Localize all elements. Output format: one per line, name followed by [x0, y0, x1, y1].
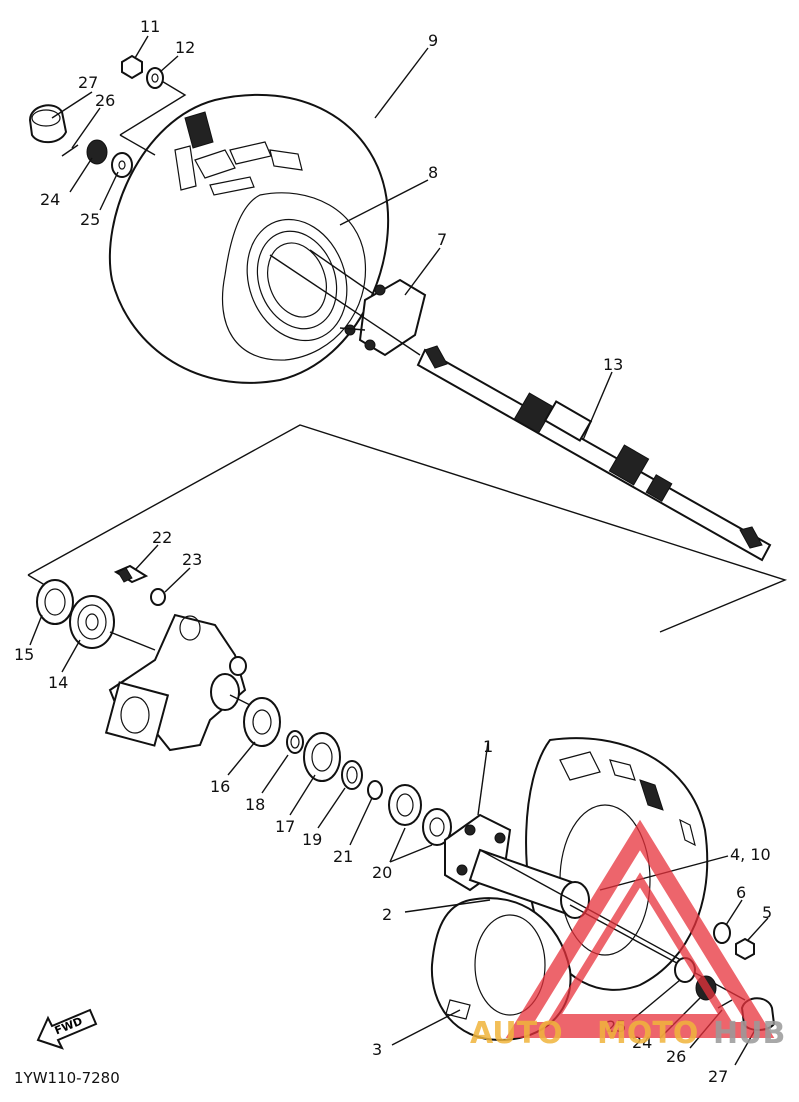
label-5: 5 [762, 903, 772, 922]
watermark-text: AUTO MOTO HUB [470, 1016, 785, 1051]
nut-11 [121, 54, 143, 80]
label-20: 20 [372, 863, 392, 882]
label-3: 3 [372, 1040, 382, 1059]
label-27-bottom: 27 [708, 1067, 728, 1086]
label-11: 11 [140, 17, 160, 36]
label-8: 8 [428, 163, 438, 182]
label-16: 16 [210, 777, 230, 796]
wheel-hub-top [339, 278, 427, 357]
bearing-17 [303, 732, 341, 782]
rear-wheel-left [108, 93, 390, 384]
watermark-moto: MOTO [597, 1016, 698, 1051]
label-9: 9 [428, 31, 438, 50]
washer-25-top [111, 152, 133, 178]
nut-20b [422, 808, 452, 846]
part-labels: 11 12 9 27 26 24 25 8 7 13 22 23 15 14 1… [14, 17, 772, 1086]
label-17: 17 [275, 817, 295, 836]
washer-19 [341, 760, 363, 790]
label-27-top: 27 [78, 73, 98, 92]
label-1: 1 [483, 737, 493, 756]
label-13: 13 [603, 355, 623, 374]
washer-12 [146, 67, 164, 89]
label-18: 18 [245, 795, 265, 814]
rear-axle [416, 345, 772, 562]
label-6: 6 [736, 883, 746, 902]
label-12: 12 [175, 38, 195, 57]
label-14: 14 [48, 673, 68, 692]
ring-18 [286, 730, 304, 754]
oring-21 [367, 780, 383, 800]
washer-23 [150, 588, 166, 606]
label-19: 19 [302, 830, 322, 849]
label-4-10: 4, 10 [730, 845, 771, 864]
pin-26-top [61, 144, 79, 157]
label-21: 21 [333, 847, 353, 866]
seal-16 [243, 697, 281, 747]
label-24-top: 24 [40, 190, 60, 209]
washer-6 [713, 922, 731, 944]
label-23: 23 [182, 550, 202, 569]
label-15: 15 [14, 645, 34, 664]
label-25-top: 25 [80, 210, 100, 229]
label-2: 2 [382, 905, 392, 924]
nut-5 [735, 937, 755, 961]
cap-27-top [28, 104, 68, 144]
axle-stub-bottom [468, 848, 590, 919]
watermark-auto: AUTO [470, 1016, 563, 1051]
watermark-hub: HUB [713, 1016, 785, 1051]
bolt-22 [113, 564, 149, 584]
label-26-bottom: 26 [666, 1047, 686, 1066]
label-22: 22 [152, 528, 172, 547]
bearing-14 [69, 595, 115, 649]
label-7: 7 [437, 230, 447, 249]
watermark-logo [505, 819, 775, 1038]
rear-axle-housing [104, 613, 247, 752]
fwd-arrow: FWD [36, 1008, 98, 1050]
nut-20a [388, 784, 422, 826]
label-26-top: 26 [95, 91, 115, 110]
drawing-code: 1YW110-7280 [14, 1069, 120, 1087]
seal-15 [36, 579, 74, 625]
